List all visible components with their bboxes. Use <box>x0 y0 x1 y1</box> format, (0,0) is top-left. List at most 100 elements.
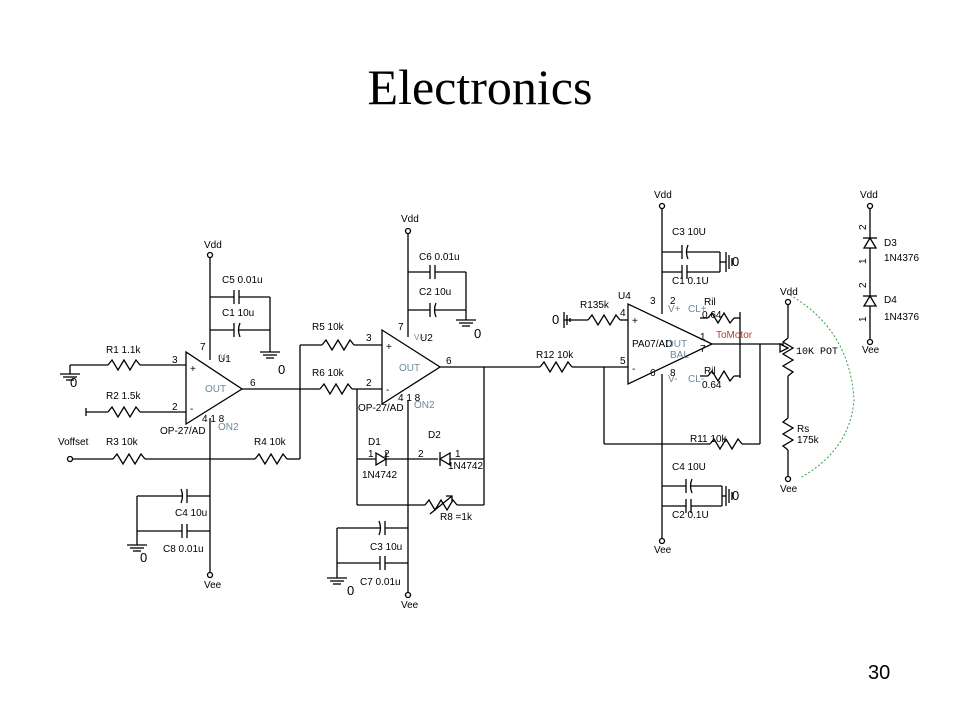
ril-label: Ril <box>704 366 716 377</box>
vplus-label: V+ <box>414 333 424 342</box>
ground-symbol <box>127 544 147 552</box>
cl-minus-label: CL- <box>688 374 704 385</box>
c6-label: C6 0.01u <box>419 252 460 263</box>
d3-label: D3 <box>884 238 897 249</box>
pin-label: 7 <box>700 344 706 355</box>
pin-label: 3 <box>366 333 372 344</box>
resistor-r3 <box>112 452 146 466</box>
pin-label: 6 <box>446 356 452 367</box>
ground-label: 0 <box>70 375 77 390</box>
c2b-label: C2 0.1U <box>672 510 709 521</box>
ril-label: Ril <box>704 297 716 308</box>
pin-label: 2 <box>172 402 178 413</box>
resistor-r1 <box>107 358 141 372</box>
pin-label: 4 1 8 <box>398 393 421 404</box>
stage-3-power-amplifier: R12 10k 5 0 R135k 4 + - U4 PA07/AD OUT B… <box>536 190 784 556</box>
pot-label: 10K POT <box>796 347 838 358</box>
voffset-label: Voffset <box>58 437 89 448</box>
resistor-ril-top <box>707 311 735 325</box>
resistor-r11 <box>709 437 743 451</box>
rs-label: Rs <box>797 424 809 435</box>
pin-label: 2 <box>670 296 676 307</box>
pin-label: 3 <box>172 355 178 366</box>
pin-label: 5 <box>620 356 626 367</box>
stage-2-amplifier: R5 10k 3 R6 10k 2 + - U2 V+ OUT OP-27/AD… <box>299 214 540 611</box>
r2-label: R2 1.5k <box>106 391 141 402</box>
pin-label: 1 <box>455 449 461 460</box>
out-label: OUT <box>205 384 226 395</box>
pin-label: 1 <box>858 316 869 322</box>
vee-label: Vee <box>654 545 672 556</box>
c7-label: C7 0.01u <box>360 577 401 588</box>
ground-symbol <box>60 365 80 381</box>
r13-label: R135k <box>580 300 610 311</box>
c5-label: C5 0.01u <box>222 275 263 286</box>
resistor-r5 <box>321 338 355 352</box>
op-amp-u4 <box>627 302 714 386</box>
pin-label: 3 <box>650 296 656 307</box>
plus-sign: + <box>386 342 392 353</box>
sensor-pot-and-reference: Vdd 10K POT Rs 175k Vee Vdd D3 1N4376 2 … <box>779 190 919 495</box>
pin-label: 4 1 8 <box>202 414 225 425</box>
vee-label: Vee <box>780 484 798 495</box>
op-amp-u1 <box>185 350 244 426</box>
resistor-r4 <box>254 452 288 466</box>
ground-label: 0 <box>732 254 739 269</box>
u2-label: U2 <box>420 333 433 344</box>
pin-label: 2 <box>858 224 869 230</box>
pin-label: 8 <box>670 368 676 379</box>
d4-label: D4 <box>884 295 897 306</box>
pin-label: 7 <box>398 322 404 333</box>
r11-label: R11 10k <box>690 434 728 445</box>
page-number: 30 <box>868 662 891 684</box>
d2-model: 1N4742 <box>448 461 483 472</box>
pin-label: 2 <box>858 282 869 288</box>
resistor-rs <box>781 417 795 451</box>
vdd-label: Vdd <box>401 214 419 225</box>
vdd-label: Vdd <box>780 287 798 298</box>
slide-title: Electronics <box>367 59 593 115</box>
minus-sign: - <box>190 404 193 415</box>
ground-symbol <box>327 577 347 585</box>
resistor-r12 <box>539 360 573 374</box>
pin-label: 1 <box>858 258 869 264</box>
c3-label: C3 10u <box>370 542 402 553</box>
ground-label: 0 <box>474 326 481 341</box>
r5-label: R5 10k <box>312 322 345 333</box>
r4-label: R4 10k <box>254 437 287 448</box>
vplus-label: V+ <box>668 304 681 315</box>
resistor-r13 <box>587 313 621 327</box>
d1-model: 1N4742 <box>362 470 397 481</box>
c1-label: C1 10u <box>222 308 254 319</box>
resistor-r6 <box>319 382 353 396</box>
d2-label: D2 <box>428 430 441 441</box>
opamp-model-label: OP-27/AD <box>358 403 404 414</box>
on2-label: ON2 <box>218 422 239 433</box>
c4-label: C4 10u <box>175 508 207 519</box>
ground-label: 0 <box>278 362 285 377</box>
bal-label: BAL <box>670 350 689 361</box>
vdd-label: Vdd <box>204 240 222 251</box>
vee-label: Vee <box>862 345 880 356</box>
pin-label: 6 <box>250 378 256 389</box>
vminus-label: V- <box>668 374 677 385</box>
opamp-model-label: OP-27/AD <box>160 426 206 437</box>
stage-1-amplifier: 0 R1 1.1k 3 R2 1.5k 2 Voffset R3 10k R4 … <box>58 240 301 591</box>
pa07-label: PA07/AD <box>632 339 672 350</box>
rs-value: 175k <box>797 435 820 446</box>
pin-label: 1 <box>368 449 374 460</box>
plus-sign: + <box>190 364 196 375</box>
r12-label: R12 10k <box>536 350 574 361</box>
c1b-label: C1 0.1U <box>672 276 709 287</box>
on2-label: ON2 <box>414 400 435 411</box>
r6-label: R6 10k <box>312 368 345 379</box>
vdd-label: Vdd <box>654 190 672 201</box>
out-label: OUT <box>666 339 687 350</box>
u4-label: U4 <box>618 291 631 302</box>
out-label: OUT <box>399 363 420 374</box>
minus-sign: - <box>386 385 389 396</box>
pin-label: 2 <box>366 378 372 389</box>
pin-label: 2 <box>384 449 390 460</box>
ground-symbol <box>260 351 280 359</box>
